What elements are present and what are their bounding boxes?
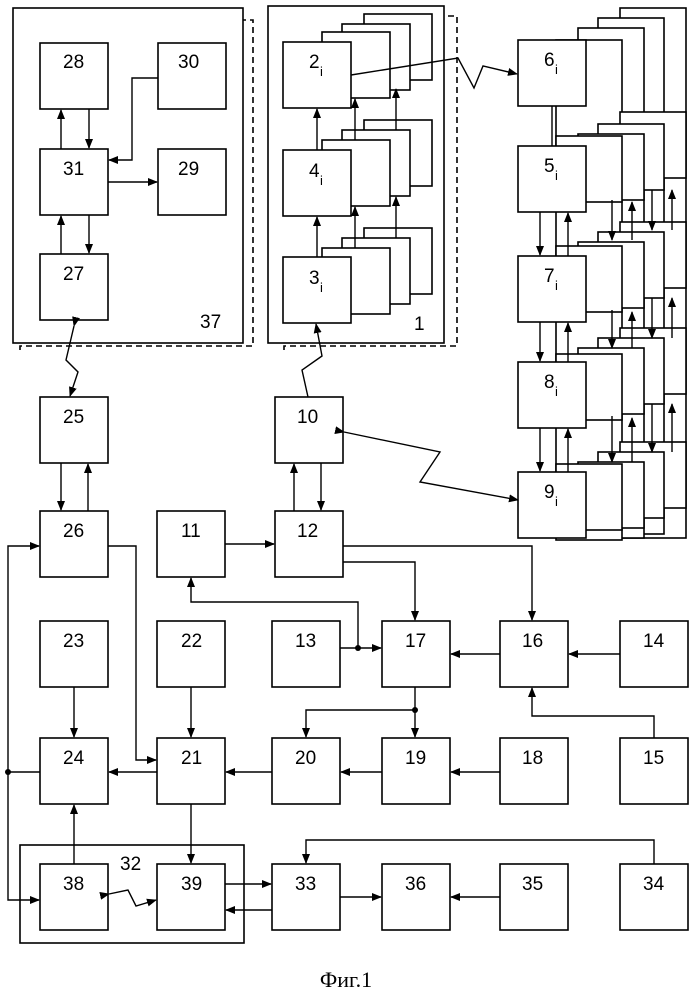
group-1: 1 2 i 4 i 3 i	[268, 6, 457, 350]
middle-blocks: 25 10 26 11 12	[40, 397, 343, 577]
svg-text:19: 19	[405, 748, 426, 769]
svg-text:i: i	[555, 62, 558, 77]
svg-text:17: 17	[405, 631, 426, 652]
group-37: 37 28 30 31 29 27	[13, 8, 253, 350]
row-24-18: 24 21 20 19 18 15	[40, 738, 688, 804]
group-32-label: 32	[120, 854, 141, 875]
svg-text:13: 13	[295, 631, 316, 652]
svg-text:4: 4	[309, 161, 320, 182]
svg-text:39: 39	[181, 874, 202, 895]
svg-text:6: 6	[544, 50, 555, 71]
svg-text:24: 24	[63, 748, 85, 769]
svg-text:8: 8	[544, 372, 555, 393]
svg-text:29: 29	[178, 159, 199, 180]
svg-text:22: 22	[181, 631, 202, 652]
svg-text:16: 16	[522, 631, 543, 652]
svg-text:2: 2	[309, 52, 320, 73]
svg-text:35: 35	[522, 874, 543, 895]
group-37-label: 37	[200, 312, 221, 333]
svg-text:33: 33	[295, 874, 316, 895]
svg-text:i: i	[555, 384, 558, 399]
svg-text:31: 31	[63, 159, 84, 180]
svg-text:5: 5	[544, 156, 555, 177]
svg-text:i: i	[320, 64, 323, 79]
group-32: 32 38 39	[20, 845, 244, 943]
block-3i	[283, 257, 351, 323]
svg-text:14: 14	[643, 631, 665, 652]
svg-text:i: i	[320, 280, 323, 295]
svg-text:15: 15	[643, 748, 664, 769]
svg-text:12: 12	[297, 521, 318, 542]
svg-text:i: i	[555, 278, 558, 293]
svg-text:20: 20	[295, 748, 316, 769]
svg-text:i: i	[555, 168, 558, 183]
svg-text:26: 26	[63, 521, 84, 542]
svg-text:9: 9	[544, 482, 555, 503]
right-column: 6 i 5 i 7 i 8 i 9 i	[518, 8, 686, 540]
svg-text:25: 25	[63, 407, 84, 428]
svg-text:10: 10	[297, 407, 318, 428]
svg-text:34: 34	[643, 874, 665, 895]
svg-text:28: 28	[63, 52, 84, 73]
svg-text:23: 23	[63, 631, 84, 652]
svg-text:38: 38	[63, 874, 84, 895]
svg-text:11: 11	[181, 521, 201, 542]
svg-text:18: 18	[522, 748, 543, 769]
svg-text:i: i	[320, 173, 323, 188]
svg-text:30: 30	[178, 52, 199, 73]
svg-text:27: 27	[63, 264, 84, 285]
svg-text:i: i	[555, 494, 558, 509]
svg-text:7: 7	[544, 266, 555, 287]
block-4i	[283, 150, 351, 216]
figure-caption: Фиг.1	[320, 967, 372, 992]
svg-text:21: 21	[181, 748, 202, 769]
group-1-label: 1	[414, 314, 425, 335]
svg-text:3: 3	[309, 268, 320, 289]
svg-text:36: 36	[405, 874, 426, 895]
